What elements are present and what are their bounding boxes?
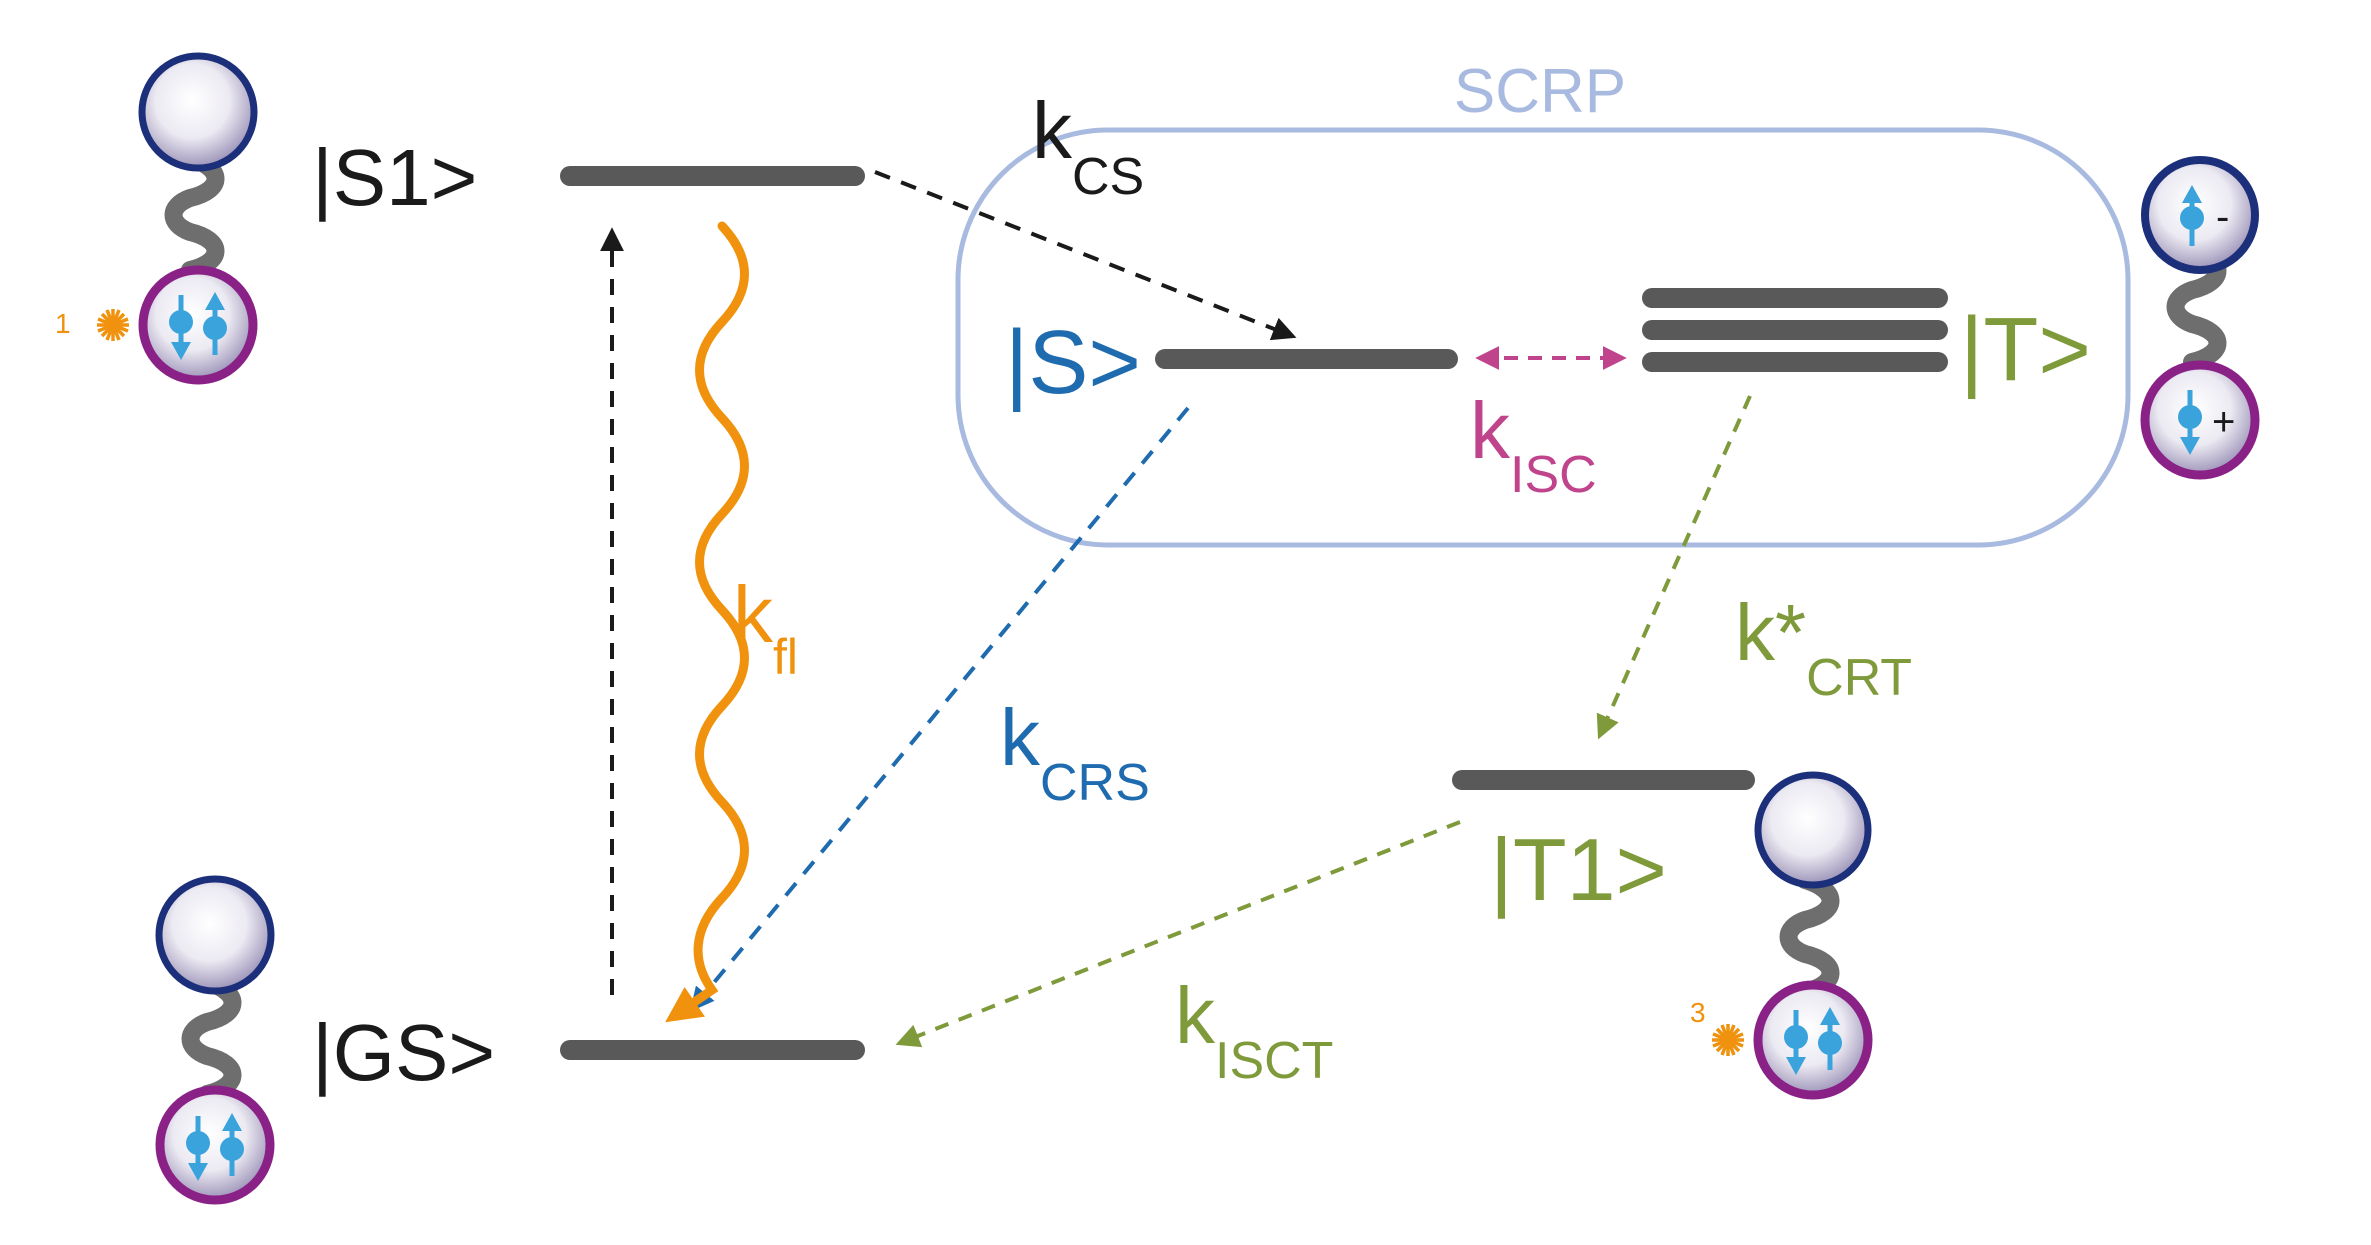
svg-text:kfl: kfl	[733, 570, 798, 685]
fluorescence-wavy-arrow	[665, 221, 749, 1023]
singlet-recombination-arrow	[689, 406, 1190, 1012]
spring-linker-icon	[181, 973, 242, 1103]
radical-anion-sign: -	[2216, 195, 2229, 239]
svg-text:kISCT: kISCT	[1175, 971, 1333, 1090]
triplet-multiplicity-mark: 3	[1690, 997, 1706, 1028]
donor-sphere	[1754, 771, 1872, 889]
kcrs-label: kCRS	[1000, 693, 1150, 812]
svg-text:k*CRT: k*CRT	[1735, 588, 1912, 707]
kcrt-label: k*CRT	[1735, 588, 1912, 707]
radical-cation-sign: +	[2212, 400, 2235, 444]
spring-linker-icon	[164, 149, 225, 279]
triplet-recombination-arrow	[1596, 395, 1752, 740]
spring-linker-icon	[1779, 871, 1840, 1001]
electron-spin-up-icon	[2180, 185, 2204, 246]
excitation-star-icon	[1712, 1024, 1744, 1056]
acceptor-sphere	[155, 1085, 275, 1205]
electron-spin-down-icon	[1784, 1010, 1808, 1075]
svg-text:kISC: kISC	[1470, 386, 1597, 504]
electron-spin-down-icon	[169, 295, 193, 360]
excitation-star-icon	[97, 309, 129, 341]
triplet-isc-arrow	[895, 820, 1461, 1048]
molecule-s1: 1	[55, 52, 258, 385]
t-state-label: |T>	[1960, 300, 2091, 400]
svg-text:kCS: kCS	[1032, 86, 1144, 206]
electron-spin-up-icon	[1818, 1007, 1842, 1070]
svg-text:kCRS: kCRS	[1000, 693, 1150, 812]
donor-sphere	[138, 52, 258, 172]
molecule-t1: 3	[1690, 771, 1873, 1100]
kisc-label: kISC	[1470, 386, 1597, 504]
donor-sphere	[155, 875, 275, 995]
electron-spin-up-icon	[203, 292, 227, 355]
kcs-label: kCS	[1032, 86, 1144, 206]
electron-spin-down-icon	[186, 1116, 210, 1181]
molecule-radical-pair: - +	[2140, 156, 2260, 480]
kfl-label: kfl	[733, 570, 798, 685]
charge-separation-arrow	[874, 170, 1297, 341]
s1-state-label: |S1>	[312, 133, 477, 222]
t1-state-label: |T1>	[1490, 820, 1667, 919]
scrp-box	[955, 127, 2131, 548]
scrp-label: SCRP	[1454, 57, 1626, 126]
gs-state-label: |GS>	[312, 1008, 495, 1097]
molecule-gs	[155, 875, 275, 1205]
kisct-label: kISCT	[1175, 971, 1333, 1090]
acceptor-sphere	[138, 265, 258, 385]
acceptor-sphere	[1753, 980, 1873, 1100]
singlet-multiplicity-mark: 1	[55, 308, 71, 339]
s-state-label: |S>	[1005, 313, 1141, 413]
electron-spin-up-icon	[220, 1113, 244, 1176]
electron-spin-down-icon	[2178, 390, 2202, 455]
